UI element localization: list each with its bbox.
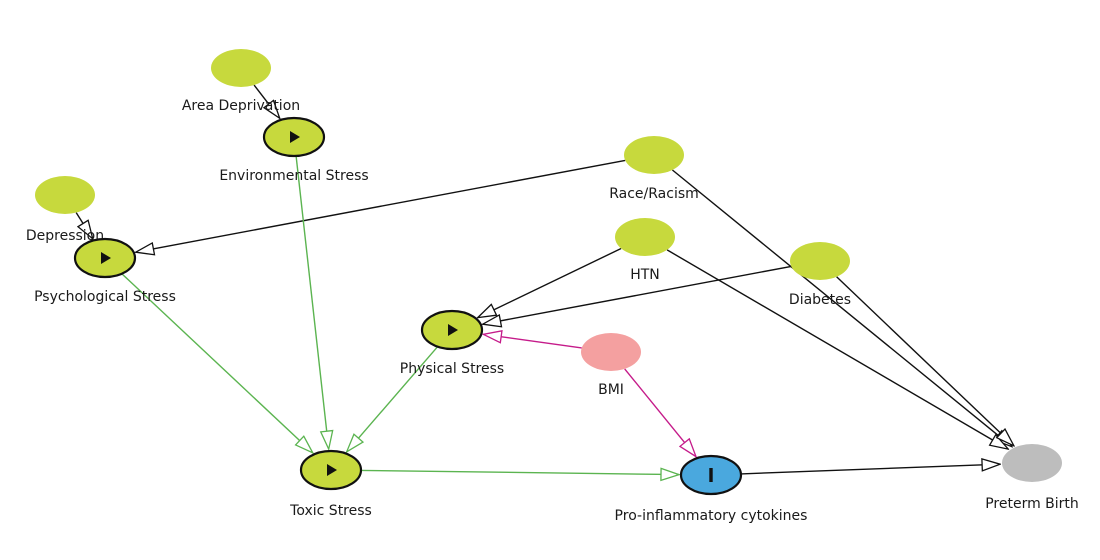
edge-race-racism-to-psychological-stress[interactable] — [136, 159, 626, 252]
node-preterm-birth[interactable]: Preterm Birth — [985, 444, 1079, 512]
node-environmental-stress[interactable]: Environmental Stress — [219, 116, 369, 184]
node-area-deprivation[interactable]: Area Deprivation — [182, 49, 300, 114]
edge-htn-to-preterm-birth[interactable] — [666, 249, 1008, 449]
node-diabetes[interactable]: Diabetes — [789, 242, 851, 308]
exposure-icon — [290, 131, 300, 143]
exposure-icon — [448, 324, 458, 336]
node-depression[interactable]: Depression — [26, 176, 104, 244]
node-label-diabetes: Diabetes — [789, 292, 851, 308]
node-label-area-deprivation: Area Deprivation — [182, 98, 300, 114]
edge-environmental-stress-to-toxic-stress[interactable] — [295, 155, 329, 449]
node-label-toxic-stress: Toxic Stress — [289, 503, 372, 519]
exposure-icon — [101, 252, 111, 264]
edge-depression-to-psychological-stress[interactable] — [75, 212, 93, 239]
edge-htn-to-physical-stress[interactable] — [478, 247, 622, 318]
node-label-environmental-stress: Environmental Stress — [219, 168, 368, 184]
edge-toxic-stress-to-pro-inflammatory[interactable] — [360, 470, 679, 474]
edges-layer — [75, 84, 1014, 475]
node-shape-preterm-birth[interactable] — [1002, 444, 1062, 482]
node-label-physical-stress: Physical Stress — [400, 361, 504, 377]
node-physical-stress[interactable]: Physical Stress — [400, 309, 504, 377]
edge-diabetes-to-preterm-birth[interactable] — [836, 276, 1014, 446]
node-label-psychological-stress: Psychological Stress — [34, 289, 176, 305]
edge-diabetes-to-physical-stress[interactable] — [483, 265, 792, 324]
node-label-depression: Depression — [26, 228, 104, 244]
node-psychological-stress[interactable]: Psychological Stress — [34, 237, 176, 305]
node-label-pro-inflammatory: Pro-inflammatory cytokines — [615, 508, 808, 524]
node-shape-area-deprivation[interactable] — [211, 49, 271, 87]
edge-area-deprivation-to-environmental-stress[interactable] — [253, 84, 280, 118]
node-shape-htn[interactable] — [615, 218, 675, 256]
edge-psychological-stress-to-toxic-stress[interactable] — [121, 273, 313, 453]
node-label-htn: HTN — [630, 267, 660, 283]
edge-race-racism-to-preterm-birth[interactable] — [671, 169, 1012, 447]
outcome-icon — [709, 468, 713, 482]
edge-pro-inflammatory-to-preterm-birth[interactable] — [740, 464, 1000, 475]
node-shape-bmi[interactable] — [581, 333, 641, 371]
node-pro-inflammatory[interactable]: Pro-inflammatory cytokines — [615, 454, 808, 524]
edge-bmi-to-physical-stress[interactable] — [483, 334, 582, 349]
edge-bmi-to-pro-inflammatory[interactable] — [624, 368, 696, 457]
node-shape-depression[interactable] — [35, 176, 95, 214]
node-label-preterm-birth: Preterm Birth — [985, 496, 1079, 512]
edge-physical-stress-to-toxic-stress[interactable] — [347, 346, 439, 452]
node-htn[interactable]: HTN — [615, 218, 675, 283]
node-label-race-racism: Race/Racism — [609, 186, 699, 202]
exposure-icon — [327, 464, 337, 476]
node-shape-diabetes[interactable] — [790, 242, 850, 280]
node-label-bmi: BMI — [598, 382, 624, 398]
node-race-racism[interactable]: Race/Racism — [609, 136, 699, 202]
node-bmi[interactable]: BMI — [581, 333, 641, 398]
node-toxic-stress[interactable]: Toxic Stress — [289, 449, 372, 519]
node-shape-race-racism[interactable] — [624, 136, 684, 174]
